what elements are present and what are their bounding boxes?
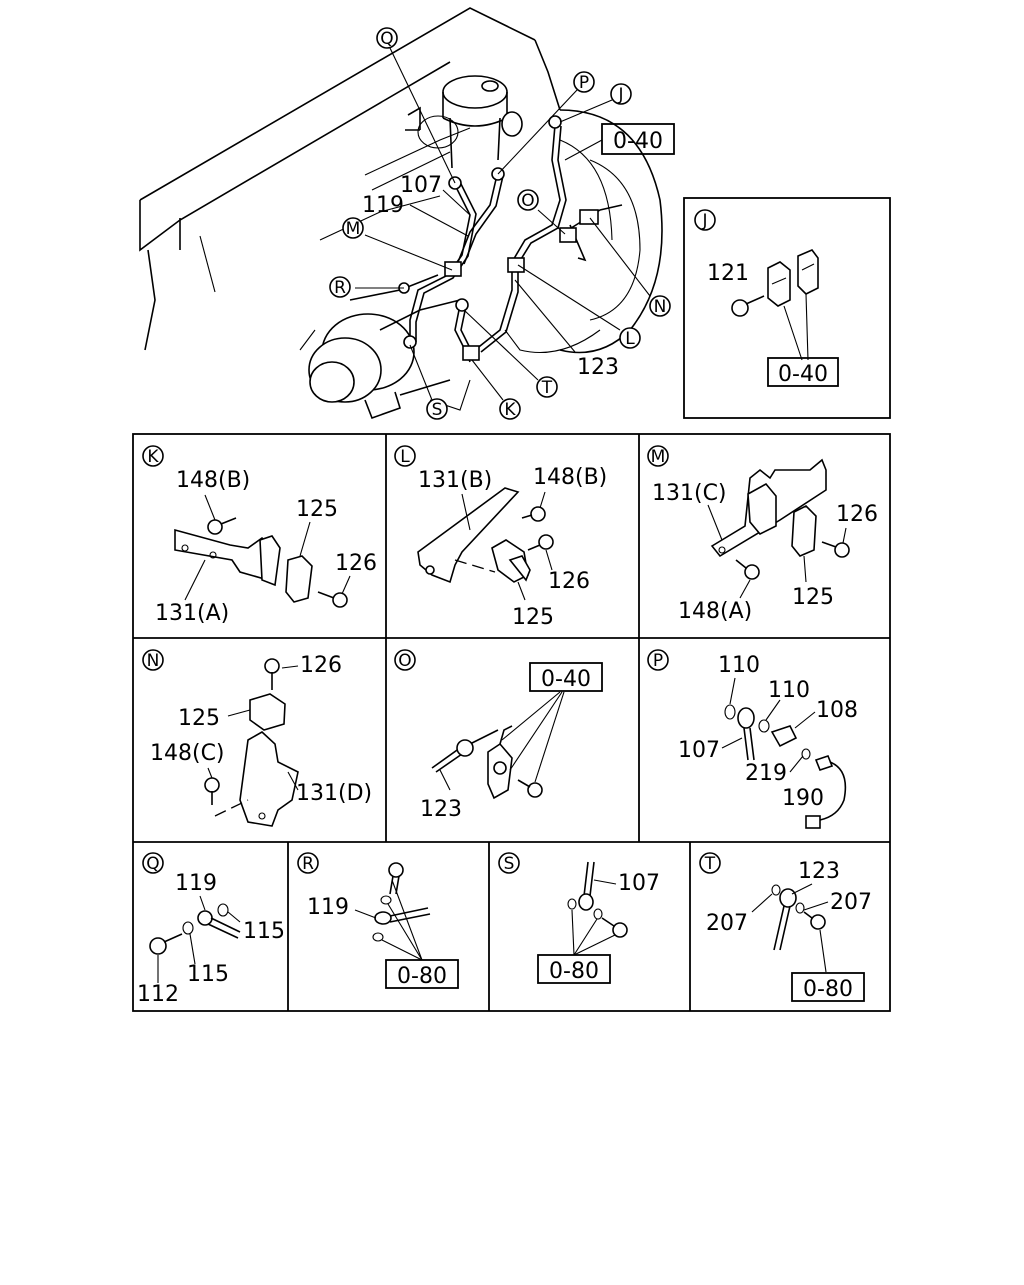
overview-callout-o: O	[517, 189, 539, 211]
panel-k-label-148b: 148(B)	[176, 468, 250, 493]
svg-text:N: N	[654, 297, 667, 317]
panel-m-label-126: 126	[836, 502, 878, 527]
panel-q-label-112: 112	[137, 982, 179, 1007]
panel-o-ref: 0-40	[541, 667, 591, 692]
engine-overview: 0-40 107 119 123 Q P J O M R N L T S K	[139, 7, 675, 420]
panel-p-label-110a: 110	[718, 653, 760, 678]
panel-k: K 148(B) 125 126 131(A)	[142, 445, 377, 626]
panel-t-label-207b: 207	[830, 890, 872, 915]
panel-o: O 0-40 123	[394, 649, 603, 822]
panel-q-label-115b: 115	[187, 962, 229, 987]
panel-l-label-126: 126	[548, 569, 590, 594]
overview-callout-l: L	[619, 327, 641, 349]
panel-l-label-125: 125	[512, 605, 554, 630]
panel-j-label-121: 121	[707, 261, 749, 286]
panel-r-label-119: 119	[307, 895, 349, 920]
panel-o-label-123: 123	[420, 797, 462, 822]
overview-label-107: 107	[400, 173, 442, 198]
panel-l-label-131b: 131(B)	[418, 468, 492, 493]
panel-t: T 123 207 207 0-80	[699, 852, 872, 1002]
panel-q-id: Q	[146, 854, 159, 874]
panel-m-label-125: 125	[792, 585, 834, 610]
panel-m-label-148a: 148(A)	[678, 599, 752, 624]
svg-text:K: K	[504, 400, 516, 420]
overview-ref-label: 0-40	[613, 129, 663, 154]
panel-t-ref: 0-80	[803, 977, 853, 1002]
panel-r: R 119 0-80	[297, 852, 459, 989]
panel-k-label-125: 125	[296, 497, 338, 522]
svg-text:L: L	[625, 329, 635, 349]
panel-q-label-119: 119	[175, 871, 217, 896]
svg-text:O: O	[521, 191, 534, 211]
panel-t-label-123: 123	[798, 859, 840, 884]
svg-text:M: M	[346, 219, 361, 239]
overview-callout-p: P	[573, 71, 595, 93]
panel-k-id: K	[147, 447, 159, 467]
svg-text:P: P	[579, 73, 589, 93]
overview-callout-q: Q	[376, 27, 398, 49]
overview-callout-t: T	[536, 376, 558, 398]
panel-s-id: S	[504, 854, 515, 874]
svg-text:R: R	[334, 278, 346, 298]
panel-p-label-110b: 110	[768, 678, 810, 703]
svg-text:T: T	[541, 378, 553, 398]
overview-label-119: 119	[362, 193, 404, 218]
detail-grid	[132, 433, 891, 1012]
panel-m-id: M	[651, 447, 666, 467]
panel-r-id: R	[302, 854, 314, 874]
panel-l: L 131(B) 148(B) 126 125	[394, 445, 607, 630]
panel-t-label-207a: 207	[706, 911, 748, 936]
panel-k-label-126: 126	[335, 551, 377, 576]
panel-r-ref: 0-80	[397, 964, 447, 989]
panel-l-id: L	[400, 447, 410, 467]
overview-callout-s: S	[426, 398, 448, 420]
panel-n-label-126: 126	[300, 653, 342, 678]
panel-n-label-131d: 131(D)	[296, 781, 372, 806]
panel-m-label-131c: 131(C)	[652, 481, 727, 506]
overview-callout-n: N	[649, 295, 671, 317]
panel-j-ref: 0-40	[778, 362, 828, 387]
panel-q: Q 119 115 115 112	[137, 852, 285, 1007]
panel-p-label-108: 108	[816, 698, 858, 723]
overview-callout-k: K	[499, 398, 521, 420]
panel-p-label-190: 190	[782, 786, 824, 811]
svg-text:S: S	[432, 400, 443, 420]
panel-s-label-107: 107	[618, 871, 660, 896]
panel-j-id: J	[701, 211, 707, 231]
panel-l-label-148b: 148(B)	[533, 465, 607, 490]
overview-callout-j: J	[610, 83, 632, 105]
overview-label-123: 123	[577, 355, 619, 380]
panel-t-id: T	[704, 854, 716, 874]
panel-s-ref: 0-80	[549, 959, 599, 984]
panel-n-id: N	[147, 651, 160, 671]
svg-text:Q: Q	[380, 29, 393, 49]
panel-o-id: O	[398, 651, 411, 671]
panel-n-label-148c: 148(C)	[150, 741, 225, 766]
panel-p: P 110 110 108 107 219 190	[647, 649, 858, 829]
panel-p-label-219: 219	[745, 761, 787, 786]
panel-p-id: P	[653, 651, 663, 671]
overview-callout-r: R	[329, 276, 351, 298]
panel-s: S 107 0-80	[498, 852, 660, 984]
panel-q-label-115a: 115	[243, 919, 285, 944]
panel-p-label-107: 107	[678, 738, 720, 763]
panel-m: M 131(C) 126 125 148(A)	[647, 445, 878, 624]
panel-n-label-125: 125	[178, 706, 220, 731]
overview-callout-m: M	[342, 217, 364, 239]
panel-k-label-131a: 131(A)	[155, 601, 229, 626]
panel-n: N 126 125 148(C) 131(D)	[142, 649, 372, 827]
panel-j: J 121 0-40	[683, 197, 891, 419]
svg-text:J: J	[617, 85, 623, 105]
